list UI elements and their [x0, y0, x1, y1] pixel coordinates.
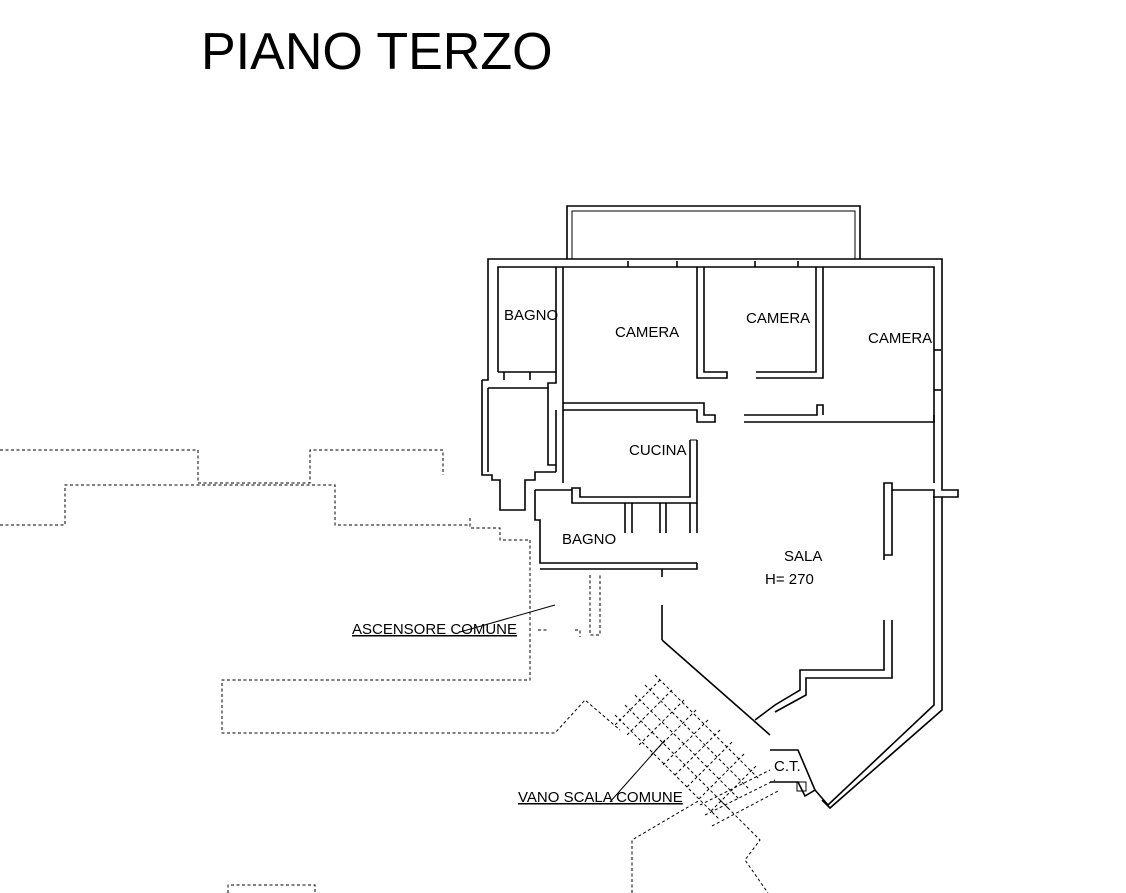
- camera-walls: [563, 261, 935, 423]
- vano-scala-leader: [609, 739, 666, 803]
- service-block: [481, 372, 557, 511]
- room-label-cucina: CUCINA: [629, 442, 687, 459]
- room-height-sala: H= 270: [765, 571, 814, 588]
- room-label-camera-2: CAMERA: [746, 310, 810, 327]
- exterior-walls: [482, 258, 959, 498]
- annotation-ascensore: ASCENSORE COMUNE: [352, 621, 517, 638]
- page-title: PIANO TERZO: [201, 23, 553, 81]
- room-label-camera-1: CAMERA: [615, 324, 679, 341]
- bagno-bottom-walls: [534, 489, 698, 577]
- room-label-bagno-bottom: BAGNO: [562, 531, 616, 548]
- neighbour-outlines: [0, 449, 769, 893]
- ct-room: [770, 749, 817, 798]
- ascensore-leader: [459, 604, 556, 633]
- cucina-walls: [555, 410, 698, 504]
- room-label-ct: C.T.: [774, 758, 801, 775]
- stair-hatching: [614, 674, 781, 827]
- annotation-vano-scala: VANO SCALA COMUNE: [518, 789, 683, 806]
- room-label-sala: SALA: [784, 548, 822, 565]
- room-label-camera-3: CAMERA: [868, 330, 932, 347]
- room-label-bagno-top: BAGNO: [504, 307, 558, 324]
- sala-walls: [661, 482, 943, 810]
- balcony: [566, 205, 861, 259]
